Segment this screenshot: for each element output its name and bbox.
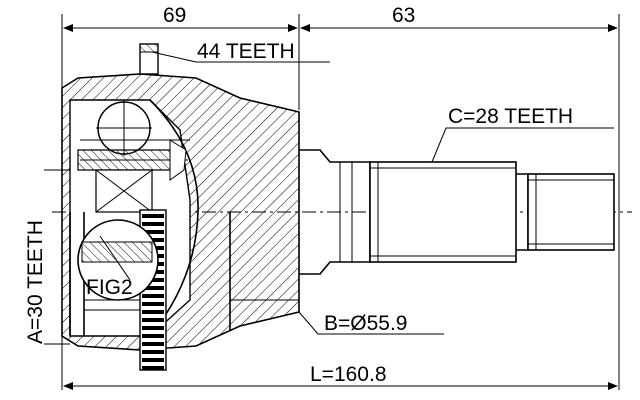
dim-69-label: 69 — [163, 4, 186, 27]
inner-race — [77, 100, 190, 213]
fig2-detail: FIG2 — [77, 219, 159, 301]
abs-tooth — [142, 318, 164, 322]
abs-tooth — [142, 326, 164, 330]
shaft — [299, 149, 615, 275]
spline-teeth-label: C=28 TEETH — [448, 105, 573, 128]
abs-tooth — [142, 334, 164, 338]
abs-tooth — [142, 350, 164, 354]
tooth-marker — [139, 43, 330, 75]
abs-tooth — [142, 358, 164, 362]
abs-tooth — [142, 342, 164, 346]
outer-teeth-label: 44 TEETH — [197, 40, 295, 63]
abs-tooth — [142, 222, 164, 226]
abs-tooth — [142, 214, 164, 218]
abs-tooth — [142, 294, 164, 298]
abs-teeth-label: A=30 TEETH — [24, 220, 47, 344]
abs-tooth — [142, 230, 164, 234]
abs-tooth — [142, 310, 164, 314]
spline-leader — [431, 127, 614, 163]
dim-63-label: 63 — [392, 4, 415, 27]
seal-leader — [298, 311, 444, 335]
abs-tooth — [142, 366, 164, 370]
total-length-label: L=160.8 — [310, 363, 387, 386]
abs-tooth — [142, 286, 164, 290]
seal-diameter-label: B=Ø55.9 — [324, 312, 407, 335]
abs-tooth — [142, 302, 164, 306]
fig2-label: FIG2 — [86, 276, 133, 299]
